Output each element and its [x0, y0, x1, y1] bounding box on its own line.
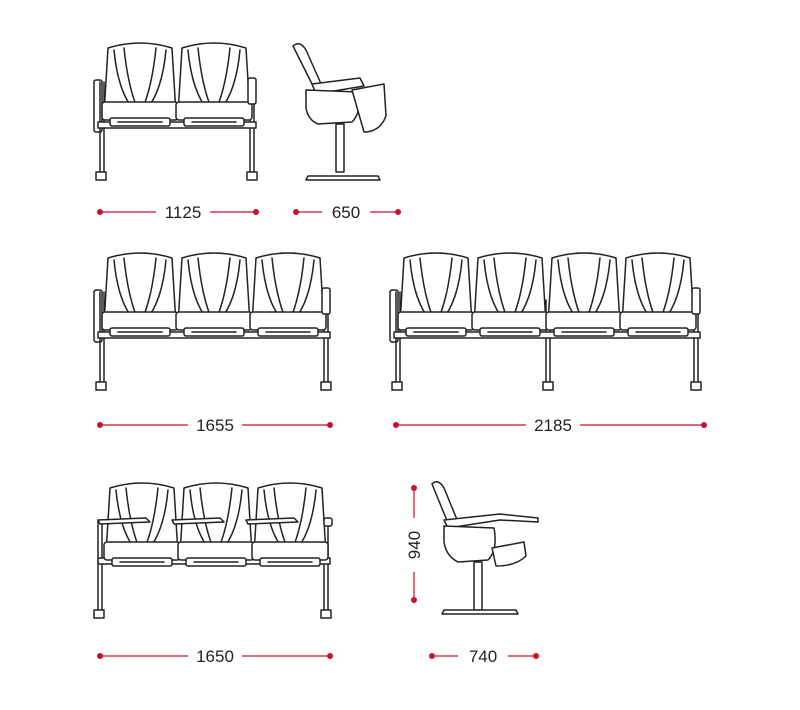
three-seat-tablet-front-view — [93, 482, 333, 619]
tablet-chair-side-view — [292, 43, 387, 181]
tablet-side-depth-label: 740 — [469, 647, 497, 666]
dimension-tablet-side-height: 940 — [405, 485, 424, 603]
dimension-four-seat-width: 2185 — [393, 416, 707, 435]
tablet-chair-open-side-view — [431, 481, 539, 615]
four-seat-front-view — [389, 252, 702, 391]
tablet-side-height-label: 940 — [405, 531, 424, 559]
three-seat-front-view — [93, 252, 332, 391]
dimension-two-seat-width: 1125 — [97, 203, 259, 222]
three-seat-width-label: 1655 — [196, 416, 234, 435]
dimension-tablet-side-depth: 740 — [429, 647, 539, 666]
four-seat-width-label: 2185 — [534, 416, 572, 435]
two-seat-front-view — [93, 42, 258, 181]
dimension-three-seat-width: 1655 — [97, 416, 333, 435]
side-depth-label: 650 — [332, 203, 360, 222]
two-seat-width-label: 1125 — [165, 203, 202, 222]
dimension-three-seat-tablet-width: 1650 — [97, 647, 333, 666]
three-seat-tablet-width-label: 1650 — [196, 647, 234, 666]
dimension-side-depth: 650 — [293, 203, 401, 222]
